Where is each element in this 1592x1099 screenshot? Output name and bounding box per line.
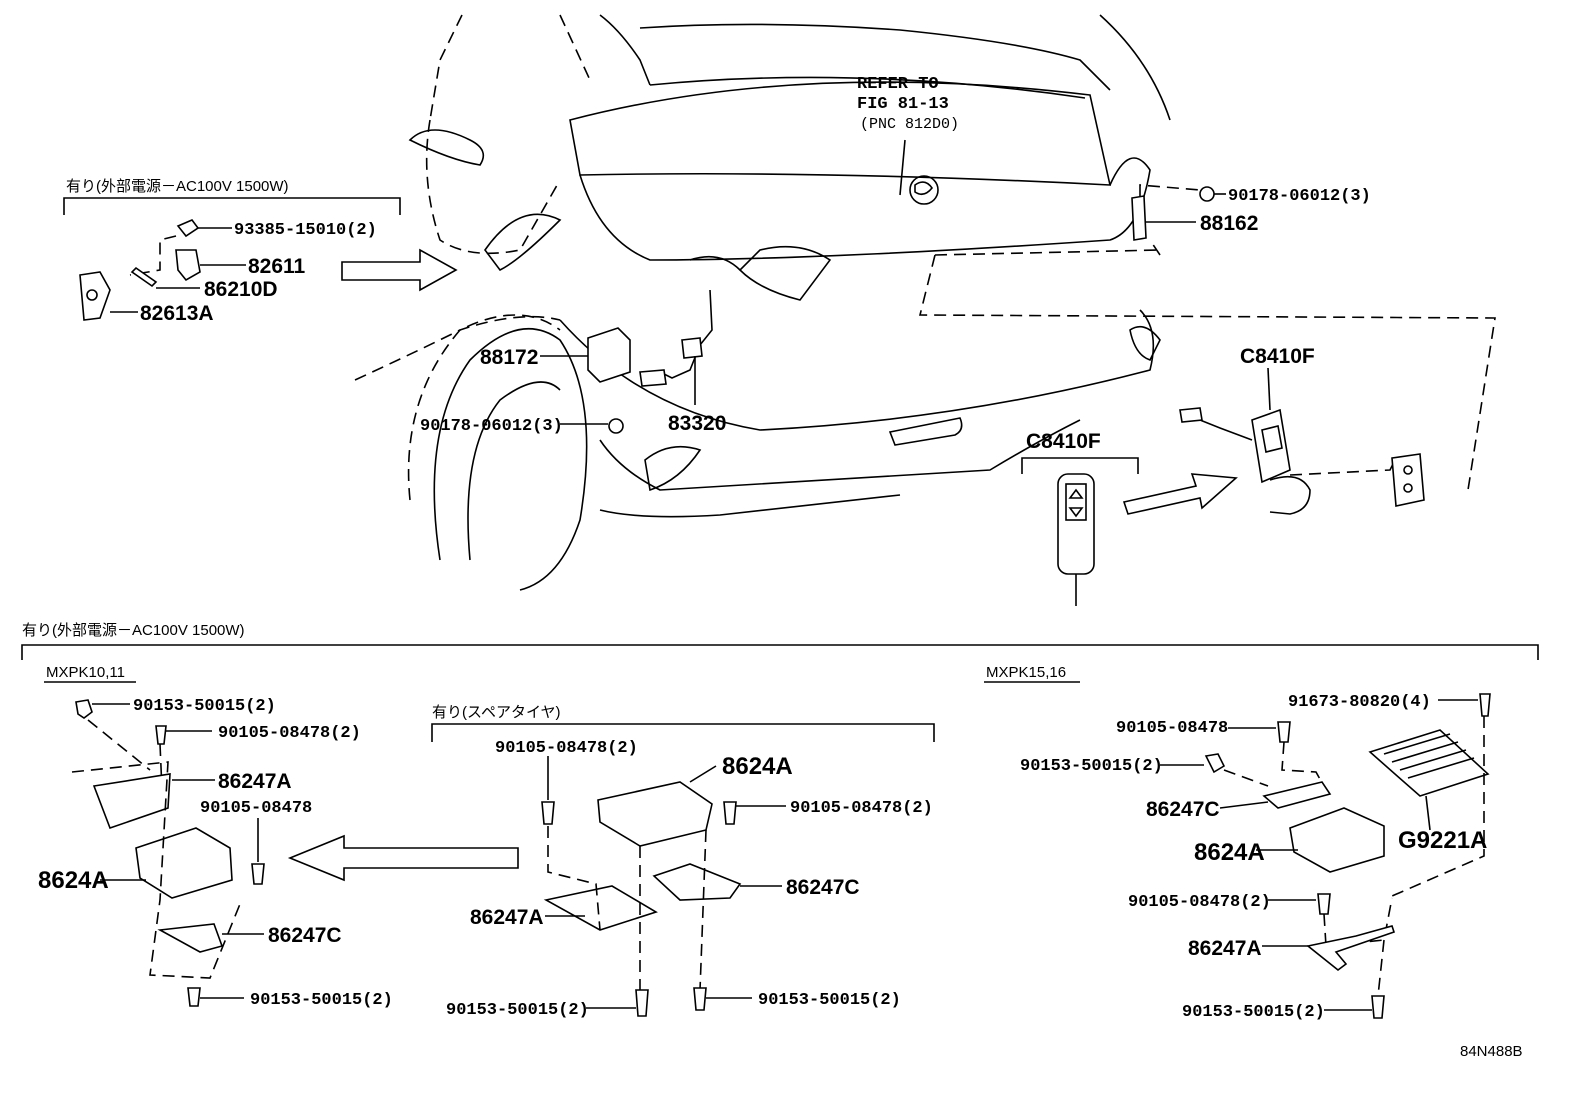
nut-90178-left-icon: [608, 418, 624, 434]
m-90153-left: 90153-50015(2): [446, 1001, 589, 1020]
l-90105-top: 90105-08478(2): [218, 724, 361, 743]
r-8624A: 8624A: [1194, 839, 1265, 866]
bracket-86247A-mid-icon: [543, 885, 658, 931]
l-86247C: 86247C: [268, 924, 342, 947]
bolt-icon: [251, 863, 265, 885]
bolt-icon: [693, 987, 707, 1011]
ecu-8624A-right-icon: [1289, 807, 1385, 873]
bolt-icon: [1317, 893, 1331, 915]
bracket-86247C-right-icon: [1262, 781, 1332, 809]
arrow-right-icon: [341, 248, 458, 292]
m-90105-left: 90105-08478(2): [495, 739, 638, 758]
l-8624A: 8624A: [38, 867, 109, 894]
model-mxpk10: MXPK10,11: [46, 664, 125, 681]
middle-title: 有り(スペアタイヤ): [432, 704, 561, 721]
bolt-icon: [1371, 995, 1385, 1019]
bracket-86247A-right-icon: [1306, 925, 1396, 972]
bolt-icon: [1204, 753, 1226, 774]
label-82613A: 82613A: [140, 302, 214, 325]
m-86247A: 86247A: [470, 906, 544, 929]
remote-group: C8410F C8410F: [1021, 345, 1425, 606]
r-90153-bot: 90153-50015(2): [1182, 1003, 1325, 1022]
pin-86210D-icon: [130, 266, 158, 288]
bracket-86247C-icon: [157, 923, 224, 953]
bolt-icon: [541, 801, 555, 825]
refer-line1: REFER TO: [857, 75, 939, 94]
top-left-bracket-title: 有り(外部電源－AC100V 1500W): [66, 178, 289, 195]
middle-group-spare: 有り(スペアタイヤ) 90105-08478(2) 8624A 90105-08…: [431, 704, 935, 1020]
r-G9221A: G9221A: [1398, 827, 1487, 854]
bolt-icon: [155, 725, 167, 745]
label-90178-left: 90178-06012(3): [420, 417, 563, 436]
nut-90178-right-icon: [1199, 186, 1215, 202]
label-86210D: 86210D: [204, 278, 278, 301]
bracket-82611-icon: [175, 249, 201, 282]
bottom-bracket: [21, 644, 1539, 660]
right-sensor-group: 90178-06012(3) 88162: [1131, 184, 1371, 241]
left-group-mxpk10: MXPK10,11 90153-50015(2) 90105-08478(2) …: [38, 664, 519, 1010]
bolt-icon: [1277, 721, 1291, 743]
bottom-bracket-title: 有り(外部電源－AC100V 1500W): [22, 622, 245, 639]
module-88172-icon: [587, 327, 631, 383]
r-90105-top: 90105-08478: [1116, 719, 1228, 738]
refer-note: REFER TO FIG 81-13 (PNC 812D0): [857, 75, 959, 196]
l-90153-bot: 90153-50015(2): [250, 991, 393, 1010]
arrow-left-icon: [287, 834, 519, 882]
bolt-icon: [635, 989, 649, 1017]
m-8624A: 8624A: [722, 753, 793, 780]
r-90105-bot: 90105-08478(2): [1128, 893, 1271, 912]
figure-id: 84N488B: [1460, 1043, 1523, 1060]
m-86247C: 86247C: [786, 876, 860, 899]
hinge-82613A-icon: [79, 271, 111, 321]
r-86247C: 86247C: [1146, 798, 1220, 821]
bolt-icon: [1479, 693, 1491, 717]
label-88172: 88172: [480, 346, 538, 369]
l-86247A: 86247A: [218, 770, 292, 793]
connector-icon: [639, 369, 667, 387]
center-parts-group: 88172 83320 90178-06012(3): [420, 289, 726, 436]
arrow-right-remote-icon: [1122, 473, 1238, 515]
top-left-bracket: [63, 197, 401, 215]
bracket-86247C-mid-icon: [652, 863, 742, 901]
bolt-icon: [723, 801, 737, 825]
middle-bracket: [431, 723, 935, 742]
cover-G9221A-icon: [1368, 729, 1490, 797]
sensor-88162-icon: [1131, 195, 1147, 241]
l-90153-top: 90153-50015(2): [133, 697, 276, 716]
right-group-mxpk15: MXPK15,16 91673-80820(4) G9221A 90105-08…: [984, 664, 1491, 1022]
refer-line3: (PNC 812D0): [860, 116, 959, 133]
vehicle-rear-outline: [354, 14, 1496, 591]
r-91673: 91673-80820(4): [1288, 693, 1431, 712]
m-90153-right: 90153-50015(2): [758, 991, 901, 1010]
bolt-icon: [75, 699, 93, 719]
label-90178-right: 90178-06012(3): [1228, 187, 1371, 206]
label-88162: 88162: [1200, 212, 1258, 235]
holder-icon: [1391, 453, 1425, 507]
model-mxpk15: MXPK15,16: [986, 664, 1066, 681]
label-93385-15010: 93385-15010(2): [234, 221, 377, 240]
bracket-86247A-icon: [92, 773, 171, 830]
label-C8410F-bracket: C8410F: [1026, 430, 1101, 453]
remote-C8410F-icon: [1251, 408, 1291, 484]
label-82611: 82611: [248, 255, 306, 278]
screw-93385-icon: [176, 219, 200, 238]
ecu-8624A-icon: [135, 827, 233, 899]
l-90105-mid: 90105-08478: [200, 799, 312, 818]
bolt-icon: [187, 987, 201, 1007]
label-C8410F-top: C8410F: [1240, 345, 1315, 368]
m-90105-right: 90105-08478(2): [790, 799, 933, 818]
top-left-group: 有り(外部電源－AC100V 1500W) 93385-15010(2) 826…: [63, 178, 458, 325]
r-90153-top: 90153-50015(2): [1020, 757, 1163, 776]
label-83320: 83320: [668, 412, 726, 435]
r-86247A: 86247A: [1188, 937, 1262, 960]
c8410f-bracket: [1021, 457, 1139, 474]
refer-line2: FIG 81-13: [857, 95, 949, 114]
ecu-8624A-mid-icon: [597, 781, 713, 847]
